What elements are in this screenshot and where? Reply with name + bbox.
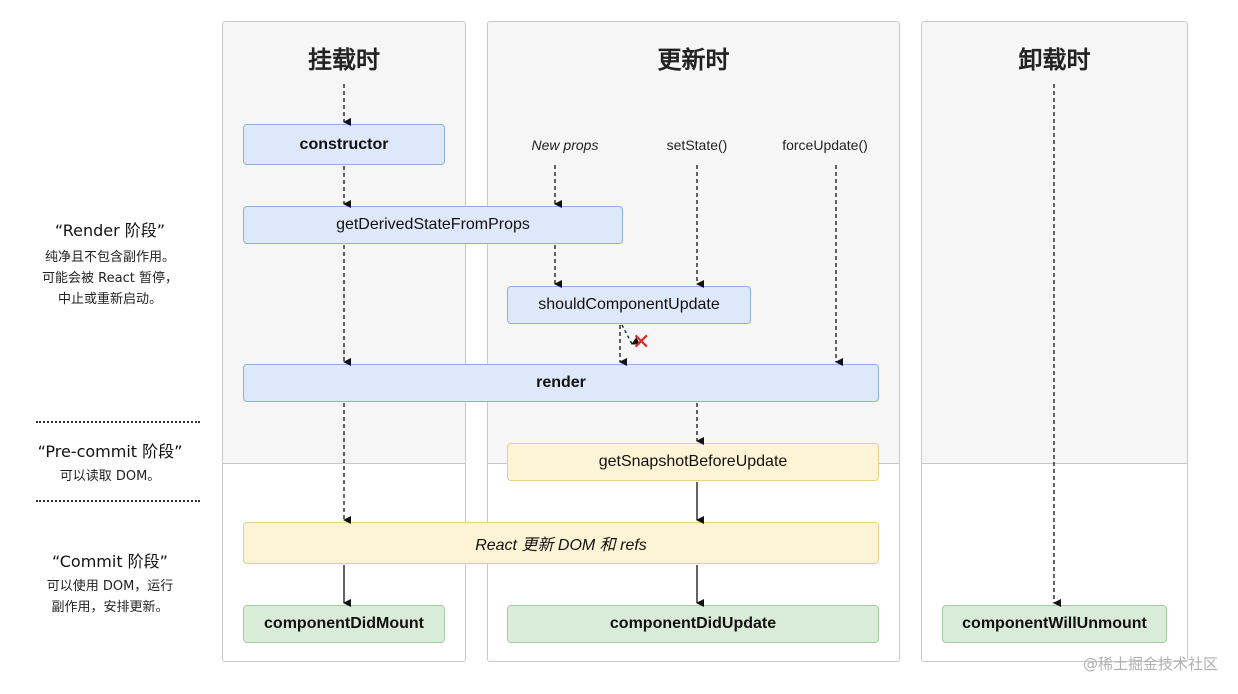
phase-title-render: “Render 阶段” [54,221,166,240]
phase-desc-pre-commit: 可以读取 DOM。 [20,466,200,487]
phase-desc-line: 可以读取 DOM。 [59,469,161,484]
column-updating: 更新时 [487,21,900,662]
column-title-unmounting: 卸载时 [1018,46,1091,74]
should-component-update-box: shouldComponentUpdate [507,286,751,324]
phase-divider-dotted [36,421,200,423]
column-title-updating: 更新时 [657,46,730,74]
column-title-mounting: 挂载时 [308,46,380,74]
constructor-box: constructor [243,124,445,165]
phase-separator [922,463,1187,464]
phase-desc-render: 纯净且不包含副作用。 可能会被 React 暂停， 中止或重新启动。 [20,247,200,310]
phase-desc-commit: 可以使用 DOM，运行 副作用，安排更新。 [20,576,200,618]
phase-separator [223,463,465,464]
react-updates-dom-box: React 更新 DOM 和 refs [243,522,879,564]
phase-desc-line: 纯净且不包含副作用。 [44,250,175,265]
component-did-mount-box: componentDidMount [243,605,445,643]
component-will-unmount-box: componentWillUnmount [942,605,1167,643]
phase-desc-line: 中止或重新启动。 [57,292,162,307]
phase-divider-dotted [36,500,200,502]
cross-icon: ✕ [632,329,651,354]
get-snapshot-before-update-box: getSnapshotBeforeUpdate [507,443,879,481]
phase-desc-line: 副作用，安排更新。 [51,600,169,615]
phase-desc-line: 可能会被 React 暂停， [42,271,178,286]
watermark-text: @稀土掘金技术社区 [1082,655,1218,673]
column-unmounting: 卸载时 [921,21,1188,662]
trigger-set-state: setState() [666,137,728,153]
phase-title-pre-commit: “Pre-commit 阶段” [37,442,183,461]
component-did-update-box: componentDidUpdate [507,605,879,643]
render-phase-shade [922,22,1187,463]
render-box: render [243,364,879,402]
trigger-force-update: forceUpdate() [782,137,868,153]
phase-title-commit: “Commit 阶段” [52,552,168,571]
get-derived-state-from-props-box: getDerivedStateFromProps [243,206,623,244]
column-mounting: 挂载时 [222,21,466,662]
phase-desc-line: 可以使用 DOM，运行 [46,579,174,594]
trigger-new-props: New props [531,137,599,153]
